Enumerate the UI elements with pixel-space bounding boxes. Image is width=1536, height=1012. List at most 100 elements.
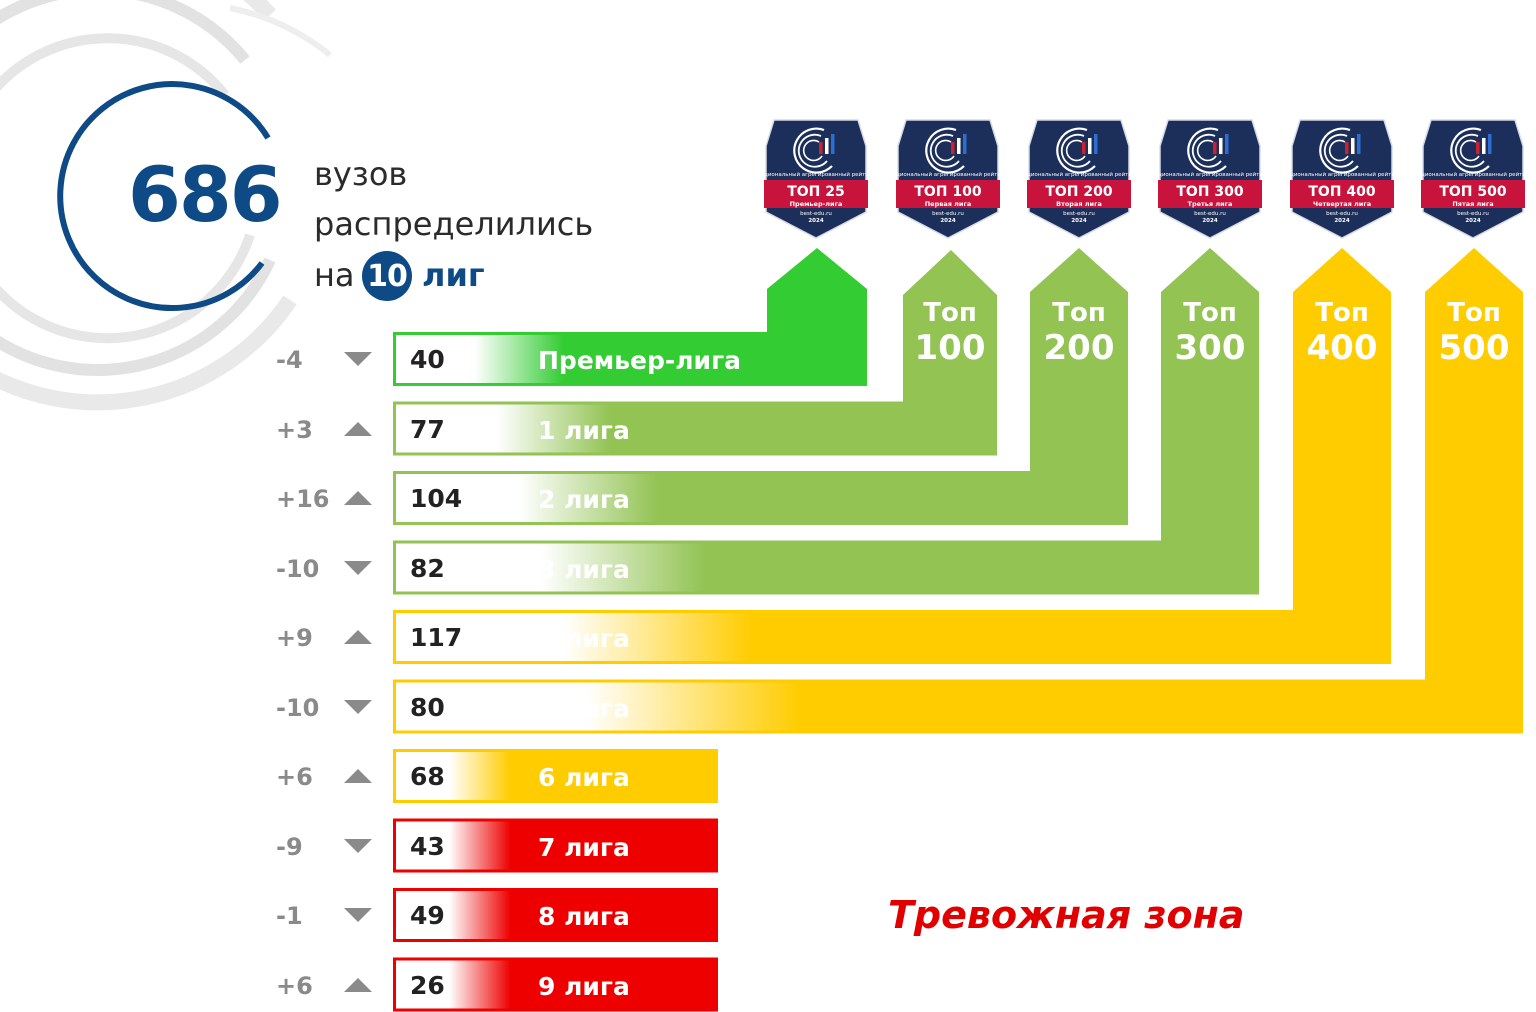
top-number: 400 — [1306, 328, 1378, 368]
top-column-label: Топ 300 — [1161, 298, 1259, 368]
top-column-label: Топ 200 — [1030, 298, 1128, 368]
badge-shield — [897, 119, 999, 239]
badge-year: 2024 — [1202, 218, 1217, 224]
league-count: 26 — [410, 970, 445, 1000]
triangle-up-icon — [342, 628, 374, 650]
league-count: 43 — [410, 831, 445, 861]
badge-title: ТОП 200 — [1045, 184, 1113, 200]
rating-badge: Национальный агрегированный рейтингТОП 3… — [1150, 116, 1270, 240]
league-bar — [393, 610, 1391, 664]
connector-top400 — [1293, 248, 1391, 663]
league-label: 9 лига — [538, 971, 630, 1001]
badge-org: Национальный агрегированный рейтинг — [896, 171, 1000, 178]
badge-title: ТОП 100 — [914, 184, 982, 200]
badge-league: Первая лига — [925, 200, 972, 208]
league-label: 6 лига — [538, 763, 630, 792]
badge-title: ТОП 300 — [1176, 184, 1244, 200]
rating-logo-icon — [1319, 127, 1361, 174]
league-row: +6 68 6 лига — [270, 749, 730, 803]
alarm-zone-label: Тревожная зона — [888, 893, 1245, 937]
triangle-up-icon — [342, 420, 374, 442]
league-bar — [393, 471, 1128, 525]
rating-badge: Национальный агрегированный рейтингТОП 1… — [888, 116, 1008, 240]
league-label: 4 лига — [538, 624, 630, 653]
badge-league: Премьер-лига — [790, 200, 843, 208]
rating-logo-icon — [925, 127, 967, 174]
league-row: -4 40 Премьер-лига — [270, 332, 741, 386]
badge-ribbon — [756, 180, 876, 208]
top-number: 100 — [914, 328, 986, 368]
connector-top500 — [1425, 248, 1523, 733]
league-bar — [393, 957, 718, 1012]
triangle-down-icon — [342, 698, 374, 720]
league-label: 5 лига — [538, 693, 630, 723]
league-row: +16 104 2 лига — [270, 471, 730, 525]
league-delta: -9 — [276, 832, 303, 861]
badge-org: Национальный агрегированный рейтинг — [1158, 171, 1262, 178]
badge-league: Третья лига — [1188, 200, 1233, 208]
league-label: 1 лига — [538, 415, 630, 445]
badge-league: Вторая лига — [1056, 200, 1102, 208]
badge-org: Национальный агрегированный рейтинг — [764, 171, 868, 178]
connector-top300 — [1161, 248, 1259, 594]
badge-shield — [1291, 119, 1393, 239]
league-count: 104 — [410, 484, 463, 513]
top-number: 300 — [1174, 328, 1246, 368]
connector-top200 — [1030, 248, 1128, 525]
top-number: 500 — [1438, 328, 1510, 368]
badge-year: 2024 — [1071, 218, 1086, 224]
triangle-down-icon — [342, 350, 374, 372]
league-label: 8 лига — [538, 902, 630, 931]
triangle-down-icon — [342, 559, 374, 581]
league-delta: +6 — [276, 763, 313, 791]
leagues-count-badge: 10 — [362, 251, 412, 301]
league-count: 80 — [410, 692, 445, 722]
badge-shield — [1422, 119, 1524, 239]
universities-total: 686 — [128, 150, 283, 239]
league-bar — [393, 749, 718, 803]
rating-badge: Национальный агрегированный рейтингТОП 2… — [756, 116, 876, 240]
league-delta: +16 — [276, 485, 330, 513]
top-word: Топ — [1052, 298, 1106, 328]
league-label: Премьер-лига — [538, 346, 742, 375]
league-connectors — [767, 248, 1523, 733]
league-delta: -10 — [276, 693, 320, 722]
badge-ribbon — [888, 180, 1008, 208]
league-count: 40 — [410, 345, 445, 374]
league-bars — [393, 332, 1523, 1012]
league-bar — [393, 888, 718, 942]
league-delta: +9 — [276, 624, 313, 652]
badge-ribbon — [1413, 180, 1533, 208]
rating-logo-icon — [793, 127, 835, 174]
badge-title: ТОП 500 — [1439, 184, 1507, 200]
badge-org: Национальный агрегированный рейтинг — [1421, 171, 1525, 178]
badge-year: 2024 — [940, 218, 955, 224]
triangle-up-icon — [342, 489, 374, 511]
hero-line-2: распределились — [314, 205, 594, 243]
triangle-up-icon — [342, 767, 374, 789]
league-label: 2 лига — [538, 485, 630, 514]
badge-site: best-edu.ru — [1194, 211, 1226, 217]
badge-org: Национальный агрегированный рейтинг — [1027, 171, 1131, 178]
league-bar — [393, 818, 718, 873]
top-word: Топ — [923, 298, 977, 328]
league-delta: -4 — [276, 346, 303, 374]
league-count: 68 — [410, 762, 445, 791]
rating-logo-icon — [1056, 127, 1098, 174]
top-number: 200 — [1043, 328, 1115, 368]
badge-ribbon — [1282, 180, 1402, 208]
top-word: Топ — [1315, 298, 1369, 328]
league-bar — [393, 401, 997, 456]
triangle-up-icon — [342, 976, 374, 998]
badge-site: best-edu.ru — [1326, 211, 1358, 217]
league-label: 3 лига — [538, 554, 630, 584]
badge-shield — [1028, 119, 1130, 239]
badge-league: Пятая лига — [1452, 200, 1493, 208]
badge-year: 2024 — [1465, 218, 1480, 224]
